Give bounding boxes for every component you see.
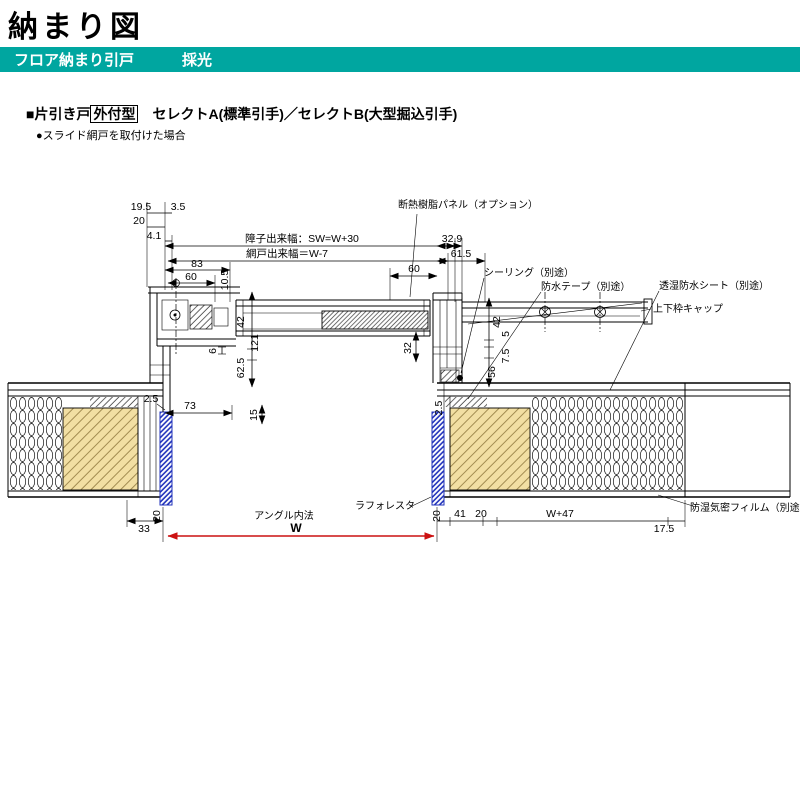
subtitle-rest: セレクトA(標準引手)／セレクトB(大型掘込引手) <box>138 106 458 122</box>
dim-17-5: 17.5 <box>654 523 675 535</box>
jamb-finish-left <box>159 411 173 506</box>
dim-32-9: 32.9 <box>442 233 463 245</box>
callout-breathable-sheet: 透湿防水シート（別途） <box>659 279 769 292</box>
waterproof-tape-right <box>445 397 487 407</box>
dim-20-bottom-right-2: 20 <box>475 508 487 520</box>
dim-32: 32 <box>402 342 414 354</box>
insulation-left <box>9 397 62 490</box>
sealing-bead <box>457 375 463 381</box>
dim-amido-width: 網戸出来幅＝W-7 <box>246 247 328 260</box>
frame-right-jamb <box>432 292 463 383</box>
dim-73: 73 <box>184 400 196 412</box>
rail-end-cap <box>643 298 653 325</box>
dim-83: 83 <box>191 258 203 270</box>
callout-sealing: シーリング（別途） <box>484 266 574 279</box>
dim-20-bottom-right-1: 20 <box>431 510 443 522</box>
screen-rail-right <box>462 292 653 332</box>
dim-61-5: 61.5 <box>451 248 472 260</box>
dim-10-5: 10.5 <box>219 270 231 291</box>
interlock-hatched-block <box>189 304 213 330</box>
insulation-right <box>532 397 684 490</box>
dim-20-bottom-left: 20 <box>151 510 163 522</box>
subtitle-boxed-type: 外付型 <box>90 105 139 123</box>
dimensions-right: 32 42 5 7.5 56 2.5 <box>402 297 512 416</box>
dim-6: 6 <box>207 348 219 354</box>
page-title: 納まり図 <box>8 11 144 44</box>
dim-15: 15 <box>248 409 260 421</box>
callouts: 断熱樹脂パネル（オプション） シーリング（別途） 防水テープ（別途） 透湿防水シ… <box>355 198 800 514</box>
dim-3-5: 3.5 <box>171 201 186 213</box>
banner-right-text: 採光 <box>182 52 213 69</box>
dim-w: W <box>290 521 302 535</box>
dim-2-5-left: 2.5 <box>144 393 159 405</box>
wood-framing-right <box>449 407 531 491</box>
dim-w47: W+47 <box>546 508 574 520</box>
callout-laforesta: ラフォレスタ <box>355 500 415 512</box>
waterproof-tape-left <box>90 397 138 407</box>
screen-note: ●スライド網戸を取付けた場合 <box>36 130 186 142</box>
wall-section-left <box>7 382 163 498</box>
dim-121: 121 <box>249 334 261 352</box>
label-angle-inner: アングル内法 <box>254 509 314 522</box>
dim-4-1: 4.1 <box>147 230 162 242</box>
banner-left-text: フロア納まり引戸 <box>14 52 135 69</box>
insulation-resin-panel <box>321 310 429 330</box>
dim-56: 56 <box>486 366 498 378</box>
dim-60-right: 60 <box>408 263 420 275</box>
dim-42-right: 42 <box>491 316 503 328</box>
dim-42-left: 42 <box>235 316 247 328</box>
section-banner: フロア納まり引戸 採光 <box>0 47 800 72</box>
dim-shoji-width: 障子出来幅：SW=W+30 <box>245 232 359 245</box>
jamb-hatched-block <box>440 369 460 383</box>
dim-60-left: 60 <box>185 271 197 283</box>
screw-icon <box>594 292 606 332</box>
callout-insulation-panel: 断熱樹脂パネル（オプション） <box>398 198 538 211</box>
dim-7-5: 7.5 <box>500 349 512 364</box>
screw-icon <box>539 292 551 332</box>
dimensions-top: 19.5 3.5 20 4.1 障子出来幅：SW=W+30 網戸出来幅＝W-7 … <box>131 201 486 302</box>
dim-20-top: 20 <box>133 215 145 227</box>
dim-33: 33 <box>138 523 150 535</box>
callout-frame-cap: 上下枠キャップ <box>653 302 723 315</box>
subtitle-prefix: ■片引き戸 <box>26 106 91 122</box>
dim-41: 41 <box>454 508 466 520</box>
roller-icon <box>169 309 181 321</box>
dimensions-left: 42 121 6 62.5 15 2.5 73 <box>144 291 266 425</box>
installation-cross-section-drawing: 19.5 3.5 20 4.1 障子出来幅：SW=W+30 網戸出来幅＝W-7 … <box>7 198 800 542</box>
dim-5: 5 <box>500 331 512 337</box>
dim-19-5: 19.5 <box>131 201 152 213</box>
callout-moisture-film: 防湿気密フィルム（別途） <box>690 501 800 514</box>
frame-left-detail <box>148 278 240 412</box>
dim-62-5: 62.5 <box>235 358 247 379</box>
subtitle: ■片引き戸外付型 セレクトA(標準引手)／セレクトB(大型掘込引手) <box>26 104 457 124</box>
wall-section-right <box>437 382 791 498</box>
dim-2-5-right: 2.5 <box>433 401 445 416</box>
jamb-finish-right <box>431 411 445 506</box>
dimensions-bottom: 33 20 アングル内法 W 20 41 20 W+47 17.5 <box>126 500 686 542</box>
callout-waterproof-tape: 防水テープ（別途） <box>541 280 630 293</box>
sliding-door-panel <box>235 299 431 337</box>
wood-framing-left <box>62 407 139 491</box>
